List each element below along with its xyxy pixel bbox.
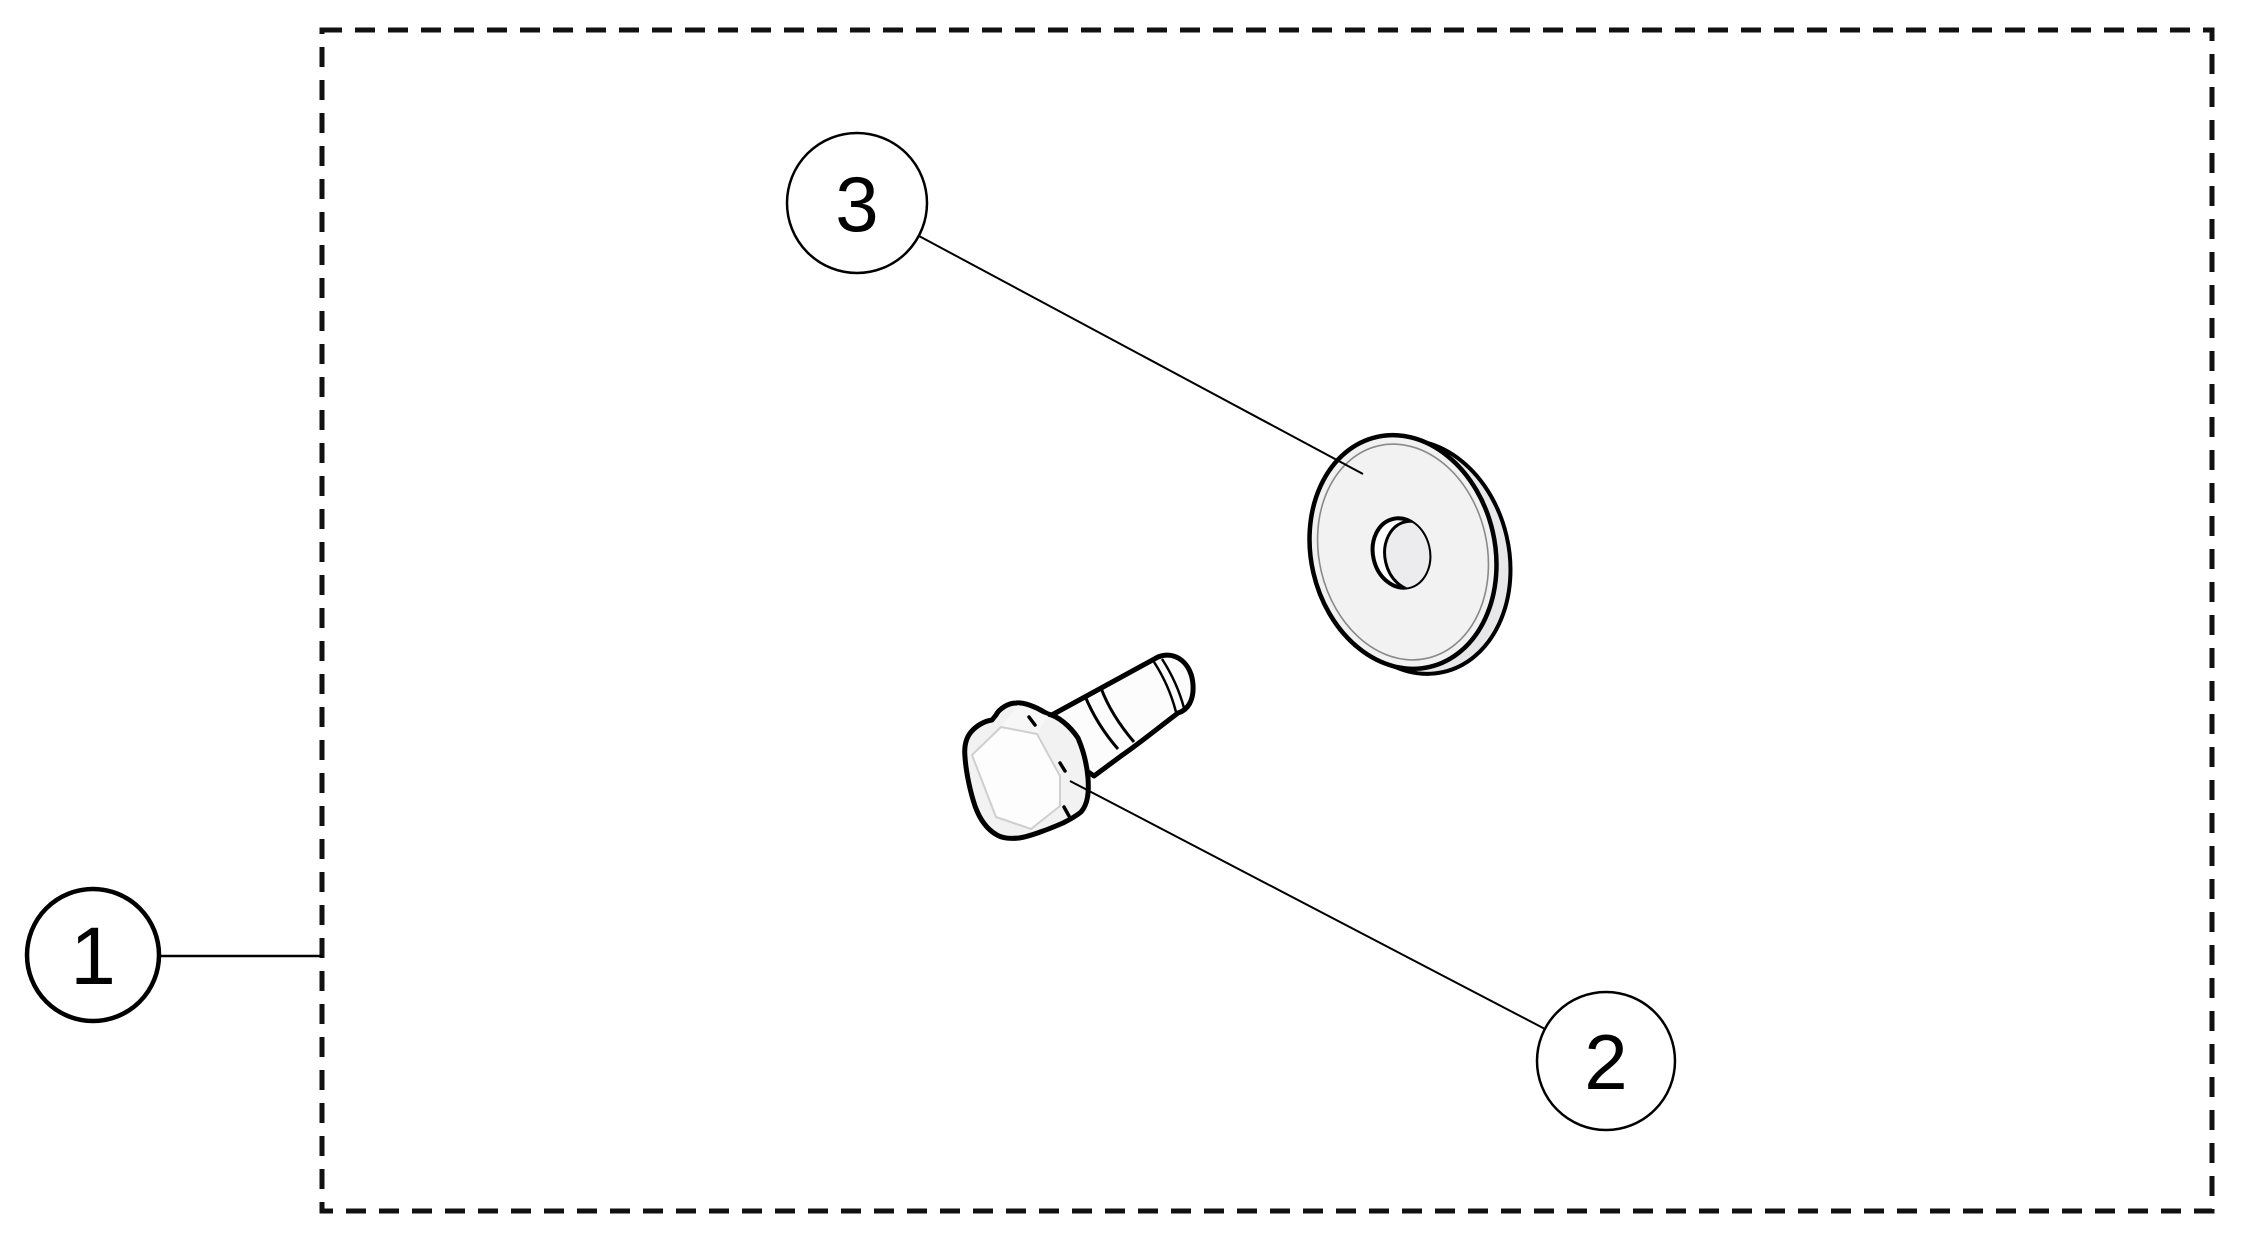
callout-1: 1 bbox=[24, 886, 162, 1024]
callout-3-circle bbox=[785, 131, 929, 275]
bolt-head-hex-face bbox=[971, 726, 1061, 830]
callout-1-label: 1 bbox=[70, 911, 116, 1002]
callout-2-circle bbox=[1535, 990, 1677, 1132]
leader-line-3 bbox=[918, 235, 1364, 475]
bolt-collar-line bbox=[1083, 695, 1120, 750]
bolt-head-chamfer bbox=[1001, 705, 1048, 734]
hex-flange-bolt bbox=[962, 652, 1196, 841]
callout-2-label: 2 bbox=[1584, 1018, 1627, 1106]
bolt-hex-corner-mark bbox=[1027, 715, 1037, 727]
callout-1-circle bbox=[24, 886, 162, 1024]
callout-3: 3 bbox=[785, 131, 929, 275]
bolt-thread-line bbox=[1160, 658, 1186, 709]
bolt-collar-line bbox=[1099, 687, 1136, 743]
leader-line-2 bbox=[1069, 780, 1546, 1030]
assembly-boundary-box bbox=[319, 27, 2215, 1214]
callout-2: 2 bbox=[1535, 990, 1677, 1132]
bolt-thread-line bbox=[1152, 661, 1178, 713]
bolt-shank bbox=[1047, 652, 1196, 779]
flat-washer bbox=[1307, 432, 1513, 676]
bolt-hex-corner-mark bbox=[1058, 761, 1067, 773]
bolt-hex-corner-mark bbox=[1062, 805, 1071, 818]
washer-chamfer-line bbox=[1316, 443, 1490, 661]
callout-3-label: 3 bbox=[835, 160, 878, 248]
